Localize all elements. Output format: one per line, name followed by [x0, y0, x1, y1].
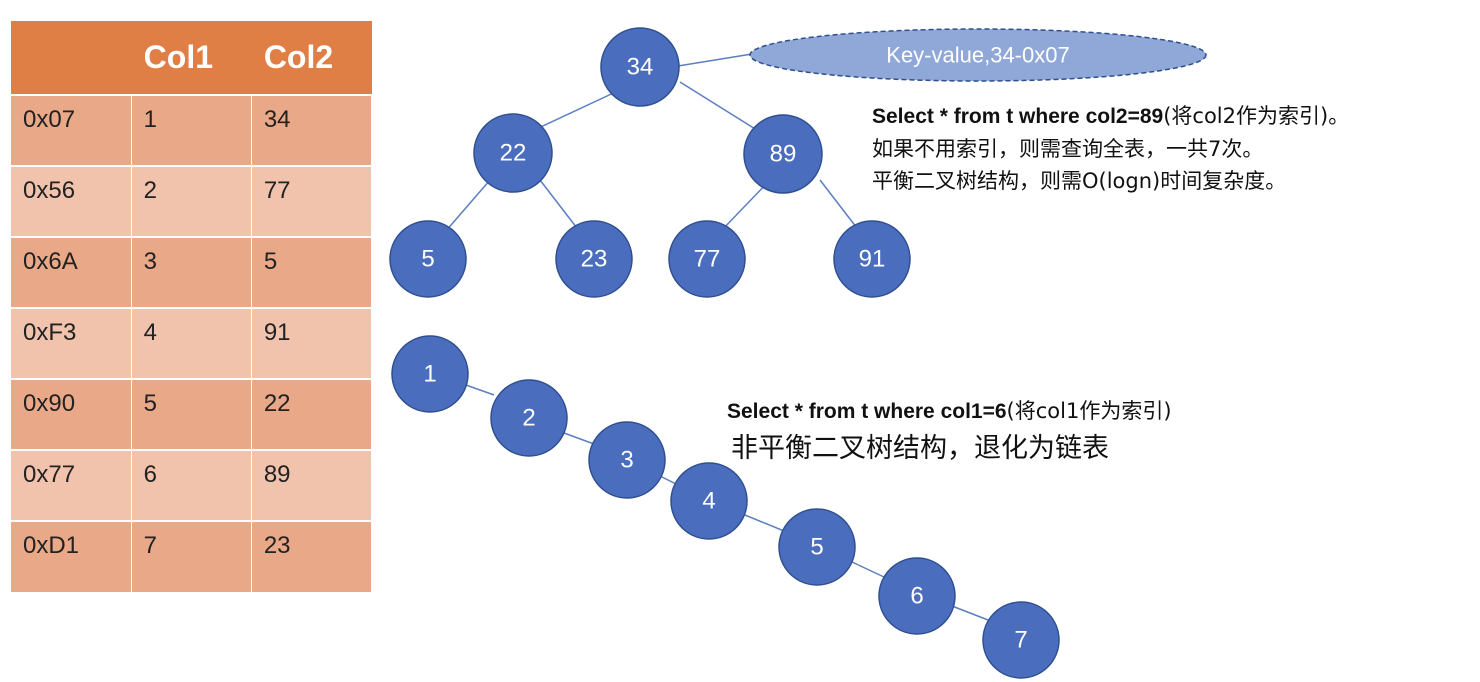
tree-node-23: 23: [555, 220, 633, 298]
table-row: 0x07 1 34: [11, 94, 373, 166]
col1-cell: 5: [131, 378, 252, 450]
chain-edges: [465, 384, 989, 621]
table-header-row: Col1 Col2: [11, 21, 373, 95]
tree-node-89: 89: [743, 114, 823, 194]
edge-89-77: [719, 179, 771, 233]
node-label: 6: [910, 583, 923, 610]
table-row: 0xD1 7 23: [11, 520, 373, 592]
col2-cell: 22: [251, 378, 373, 450]
node-label: 3: [620, 447, 633, 474]
node-label: 5: [421, 246, 434, 273]
col1-cell: 2: [131, 165, 252, 237]
col2-cell: 23: [251, 520, 373, 592]
edge-5-6: [851, 561, 885, 578]
edge-22-23: [539, 179, 581, 233]
chain-node-4: 4: [670, 462, 748, 540]
chain-query-sql: Select * from t where col1=6: [727, 400, 1007, 423]
tree-node-91: 91: [833, 220, 911, 298]
col2-cell: 34: [251, 94, 373, 166]
table-row: 0x77 6 89: [11, 449, 373, 521]
balanced-query-line: Select * from t where col2=89(将col2作为索引)…: [872, 100, 1349, 133]
address-cell: 0xF3: [11, 307, 132, 379]
edge-1-2: [465, 384, 495, 396]
col1-cell: 3: [131, 236, 252, 308]
tree-node-22: 22: [473, 113, 553, 193]
balanced-note-line2: 如果不用索引，则需查询全表，一共7次。: [872, 137, 1264, 161]
key-value-callout: Key-value,34-0x07: [749, 28, 1207, 82]
col1-cell: 7: [131, 520, 252, 592]
address-cell: 0x07: [11, 94, 132, 166]
node-label: 2: [522, 405, 535, 432]
node-label: 22: [500, 140, 527, 167]
col1-cell: 4: [131, 307, 252, 379]
col2-cell: 91: [251, 307, 373, 379]
header-cell-col1: Col1: [131, 21, 252, 95]
chain-note: Select * from t where col1=6(将col1作为索引) …: [727, 395, 1172, 470]
table-row: 0x90 5 22: [11, 378, 373, 450]
col1-cell: 6: [131, 449, 252, 521]
node-label: 91: [859, 246, 886, 273]
edge-6-7: [951, 605, 989, 621]
callout-label: Key-value,34-0x07: [886, 43, 1069, 68]
address-cell: 0xD1: [11, 520, 132, 592]
table-row: 0x56 2 77: [11, 165, 373, 237]
address-cell: 0x56: [11, 165, 132, 237]
col2-cell: 89: [251, 449, 373, 521]
node-label: 77: [694, 246, 721, 273]
node-label: 5: [810, 534, 823, 561]
table-row: 0xF3 4 91: [11, 307, 373, 379]
node-label: 89: [770, 141, 797, 168]
col2-cell: 5: [251, 236, 373, 308]
node-label: 7: [1014, 627, 1027, 654]
chain-node-6: 6: [878, 557, 956, 635]
chain-node-5: 5: [778, 508, 856, 586]
balanced-tree-edges: [444, 53, 861, 233]
chain-query-hint: (将col1作为索引): [1006, 399, 1172, 423]
edge-4-5: [744, 514, 785, 532]
balanced-query-sql: Select * from t where col2=89: [872, 105, 1164, 128]
node-label: 4: [702, 488, 715, 515]
header-cell-empty: [11, 21, 132, 95]
chain-query-line: Select * from t where col1=6(将col1作为索引): [727, 395, 1172, 428]
balanced-note-line3: 平衡二叉树结构，则需O(logn)时间复杂度。: [872, 169, 1287, 193]
chain-node-2: 2: [490, 379, 568, 457]
address-cell: 0x77: [11, 449, 132, 521]
node-label: 34: [627, 54, 654, 81]
edge-22-5: [444, 179, 491, 233]
address-cell: 0x6A: [11, 236, 132, 308]
table-row: 0x6A 3 5: [11, 236, 373, 308]
edge-34-callout: [677, 53, 753, 67]
edge-34-89: [679, 81, 761, 133]
col2-cell: 77: [251, 165, 373, 237]
node-label: 1: [423, 361, 436, 388]
chain-node-1: 1: [391, 335, 469, 413]
edge-2-3: [563, 432, 595, 445]
tree-node-77: 77: [668, 220, 746, 298]
tree-node-34: 34: [600, 27, 680, 107]
edge-34-22: [529, 88, 623, 133]
chain-node-3: 3: [588, 421, 666, 499]
balanced-query-hint: (将col2作为索引)。: [1163, 104, 1350, 128]
balanced-tree-note: Select * from t where col2=89(将col2作为索引)…: [872, 100, 1349, 197]
node-label: 23: [581, 246, 608, 273]
chain-note-line2: 非平衡二叉树结构，退化为链表: [731, 433, 1109, 464]
edge-3-4: [659, 475, 677, 485]
chain-node-7: 7: [982, 601, 1060, 679]
address-cell: 0x90: [11, 378, 132, 450]
header-cell-col2: Col2: [251, 21, 373, 95]
edge-89-91: [819, 179, 861, 233]
col1-cell: 1: [131, 94, 252, 166]
tree-node-5: 5: [389, 220, 467, 298]
data-table: Col1 Col2 0x07 1 34 0x56 2 77 0x6A 3 5 0…: [11, 21, 373, 592]
